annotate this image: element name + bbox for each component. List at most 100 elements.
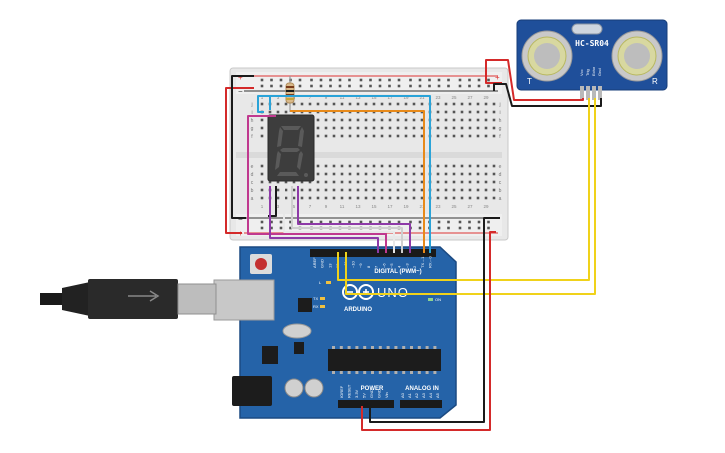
segment-f [277, 127, 283, 147]
breadboard-hole [364, 196, 368, 200]
breadboard-hole [452, 102, 456, 106]
breadboard-hole [276, 180, 280, 184]
rail-hole [388, 220, 391, 224]
rail-hole [310, 78, 313, 82]
wire-left-rail-plus [225, 87, 254, 234]
breadboard-hole [308, 180, 312, 184]
breadboard-hole [380, 196, 384, 200]
on-led [428, 298, 433, 301]
rail-hole [279, 226, 283, 230]
segment-b [298, 127, 304, 147]
breadboard-hole [316, 180, 320, 184]
breadboard-hole [460, 164, 464, 168]
segment-c [297, 151, 303, 170]
rail-hole [270, 226, 273, 230]
rail-hole [279, 220, 283, 224]
breadboard-hole [324, 102, 328, 106]
wire-purple [297, 186, 411, 253]
rail-hole [260, 84, 264, 88]
breadboard-hole [284, 102, 288, 106]
rail-hole [447, 78, 450, 82]
breadboard-hole [492, 196, 496, 200]
column-number: 7 [309, 204, 312, 209]
breadboard-hole [268, 180, 272, 184]
breadboard-hole [476, 118, 480, 122]
rail-hole [338, 84, 342, 88]
breadboard-hole [324, 118, 328, 122]
arduino-model-label: UNO [377, 285, 409, 300]
sensor-left-mark: T [527, 77, 532, 86]
rail-hole [319, 220, 323, 224]
breadboard-hole [364, 188, 368, 192]
breadboard-hole [420, 126, 424, 130]
column-number: 25 [451, 204, 457, 209]
segment-g [280, 148, 300, 152]
row-letter: b [251, 188, 254, 194]
rail-hole [477, 226, 481, 230]
chip-pin [394, 371, 398, 374]
segment-dp [304, 173, 308, 177]
breadboard-hole [332, 180, 336, 184]
power-pin-label: IOREF [339, 385, 344, 398]
rail-hole [437, 78, 441, 82]
row-letter: a [251, 196, 254, 202]
analog-pin-label: A3 [421, 392, 426, 398]
breadboard-hole [388, 172, 392, 176]
rail-hole [477, 220, 481, 224]
rail-hole [378, 78, 382, 82]
resistor-band-1 [286, 86, 294, 88]
breadboard-hole [380, 188, 384, 192]
breadboard-hole [388, 134, 392, 138]
chip-pin [402, 346, 406, 349]
breadboard-hole [316, 196, 320, 200]
rail-hole [468, 220, 471, 224]
rail-hole [388, 84, 391, 88]
rail-hole [468, 84, 471, 88]
column-number: 13 [355, 204, 361, 209]
breadboard-hole [476, 164, 480, 168]
breadboard-hole [332, 164, 336, 168]
breadboard-hole [260, 188, 264, 192]
breadboard-hole [284, 110, 288, 114]
small-chip [294, 342, 304, 354]
rail-hole [310, 220, 313, 224]
breadboard-hole [268, 110, 272, 114]
rail-hole [418, 226, 422, 230]
rail-hole [447, 84, 450, 88]
wire-white-1 [283, 186, 395, 253]
breadboard-hole [468, 180, 472, 184]
breadboard-hole [364, 134, 368, 138]
reset-button-cap [255, 258, 267, 270]
breadboard-hole [420, 118, 424, 122]
row-letter: i [499, 110, 500, 116]
chip-pin [332, 346, 335, 349]
column-number: 7 [309, 95, 312, 100]
row-letter: j [498, 102, 500, 108]
sensor-pin-vcc [580, 86, 584, 100]
breadboard-hole [300, 196, 304, 200]
rail-hole [487, 78, 490, 82]
breadboard-hole [452, 118, 456, 122]
breadboard-hole [476, 196, 480, 200]
breadboard-hole [412, 172, 416, 176]
rail-hole [418, 220, 422, 224]
analog-pin-label: A5 [435, 392, 440, 398]
breadboard-hole [388, 102, 392, 106]
column-number: 23 [435, 204, 441, 209]
arduino-uno: ARDUINO UNO DIGITAL (PWM~) POWER ANALOG … [213, 246, 457, 419]
breadboard-hole [284, 196, 288, 200]
breadboard-hole [340, 172, 344, 176]
voltage-regulator [262, 346, 278, 364]
l-led [326, 281, 331, 284]
chip-pin [355, 346, 359, 349]
column-number: 5 [293, 204, 296, 209]
breadboard-hole [412, 118, 416, 122]
column-number: 13 [355, 95, 361, 100]
breadboard-hole [356, 134, 360, 138]
digital-pin-label: RX←0 [428, 255, 433, 268]
chip-pin [363, 371, 367, 374]
breadboard-hole [452, 196, 456, 200]
rail-hole [310, 84, 313, 88]
breadboard-hole [348, 164, 352, 168]
rail-hole [447, 220, 450, 224]
